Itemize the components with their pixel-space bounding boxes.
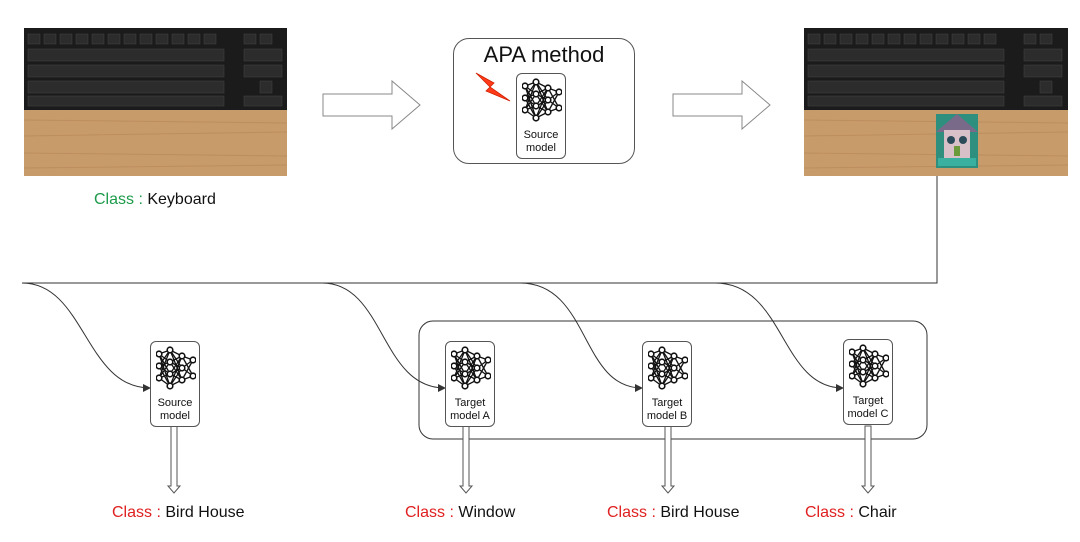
- target-model-c-card: Target model C: [843, 339, 893, 425]
- class-prefix: Class :: [805, 504, 854, 521]
- class-value: Bird House: [660, 504, 740, 521]
- class-prefix: Class :: [607, 504, 656, 521]
- neural-network-icon: [522, 78, 562, 122]
- class-value: Chair: [858, 504, 897, 521]
- model-name: Target model B: [643, 397, 691, 423]
- target-model-b-class-label: Class : Bird House: [607, 504, 740, 522]
- model-name: Source model: [151, 397, 199, 423]
- block-arrow-icon: [322, 80, 421, 130]
- model-name-line2: model: [160, 410, 190, 422]
- input-class-label: Class : Keyboard: [94, 191, 216, 209]
- adversarial-patch: [936, 114, 978, 168]
- neural-network-icon: [849, 344, 889, 388]
- model-name-line1: Target: [454, 397, 486, 409]
- target-model-a-card: Target model A: [445, 341, 495, 427]
- neural-network-icon: [451, 346, 491, 390]
- source-model-class-label: Class : Bird House: [112, 504, 245, 522]
- model-name-line2: model C: [847, 408, 889, 420]
- input-image-keyboard: [24, 28, 287, 176]
- model-name-line2: model A: [450, 410, 490, 422]
- class-prefix: Class :: [112, 504, 161, 521]
- model-name-line2: model: [526, 142, 556, 154]
- class-prefix: Class :: [405, 504, 454, 521]
- lightning-icon: [475, 72, 511, 102]
- input-class-value: Keyboard: [147, 191, 216, 208]
- source-model-card: Source model: [150, 341, 200, 427]
- class-value: Bird House: [165, 504, 245, 521]
- neural-network-icon: [156, 346, 196, 390]
- apa-method-box: APA method Source model: [453, 38, 635, 164]
- block-arrow-icon: [672, 80, 771, 130]
- target-model-b-card: Target model B: [642, 341, 692, 427]
- target-model-a-class-label: Class : Window: [405, 504, 515, 522]
- adversarial-image: [804, 28, 1068, 176]
- neural-network-icon: [648, 346, 688, 390]
- target-model-c-class-label: Class : Chair: [805, 504, 897, 522]
- apa-title: APA method: [483, 42, 605, 67]
- model-name: Source model: [517, 129, 565, 155]
- model-name-line1: Target: [651, 397, 683, 409]
- model-name-line1: Source: [157, 397, 193, 409]
- model-name-line2: model B: [646, 410, 688, 422]
- model-name-line1: Target: [852, 395, 884, 407]
- model-name: Target model A: [446, 397, 494, 423]
- model-name-line1: Source: [523, 129, 559, 141]
- model-name: Target model C: [844, 395, 892, 421]
- apa-source-model: Source model: [516, 73, 566, 159]
- input-class-prefix: Class :: [94, 191, 143, 208]
- class-value: Window: [458, 504, 516, 521]
